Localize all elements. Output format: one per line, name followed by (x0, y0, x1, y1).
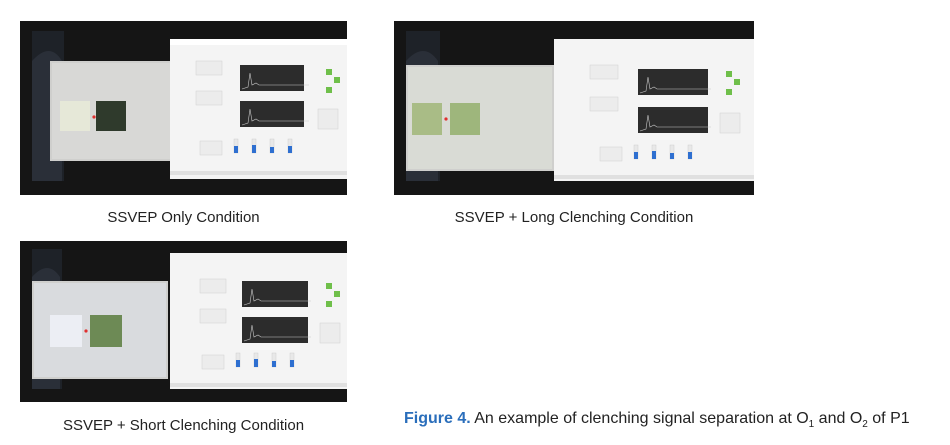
right-stimulus (450, 103, 480, 135)
figure-caption: Figure 4. An example of clenching signal… (404, 410, 910, 430)
figure-text-middle: and O (814, 410, 863, 427)
left-stimulus (50, 315, 82, 347)
caption-ssvep-long-clenching: SSVEP + Long Clenching Condition (454, 209, 694, 226)
caption-ssvep-only: SSVEP Only Condition (107, 209, 260, 226)
figure-sub-2: 2 (862, 419, 868, 431)
figure-text-before: An example of clenching signal separatio… (474, 410, 809, 427)
photo-ssvep-only (20, 21, 347, 195)
figure-label: Figure 4. (404, 410, 471, 427)
right-stimulus (90, 315, 122, 347)
photo-ssvep-long-clenching (394, 21, 754, 195)
figure-text-after: of P1 (867, 410, 910, 427)
caption-ssvep-short-clenching: SSVEP + Short Clenching Condition (62, 417, 305, 434)
right-stimulus (96, 101, 126, 131)
figure-sub-1: 1 (808, 419, 815, 431)
left-stimulus (412, 103, 442, 135)
photo-ssvep-short-clenching (20, 241, 347, 402)
left-stimulus (60, 101, 90, 131)
